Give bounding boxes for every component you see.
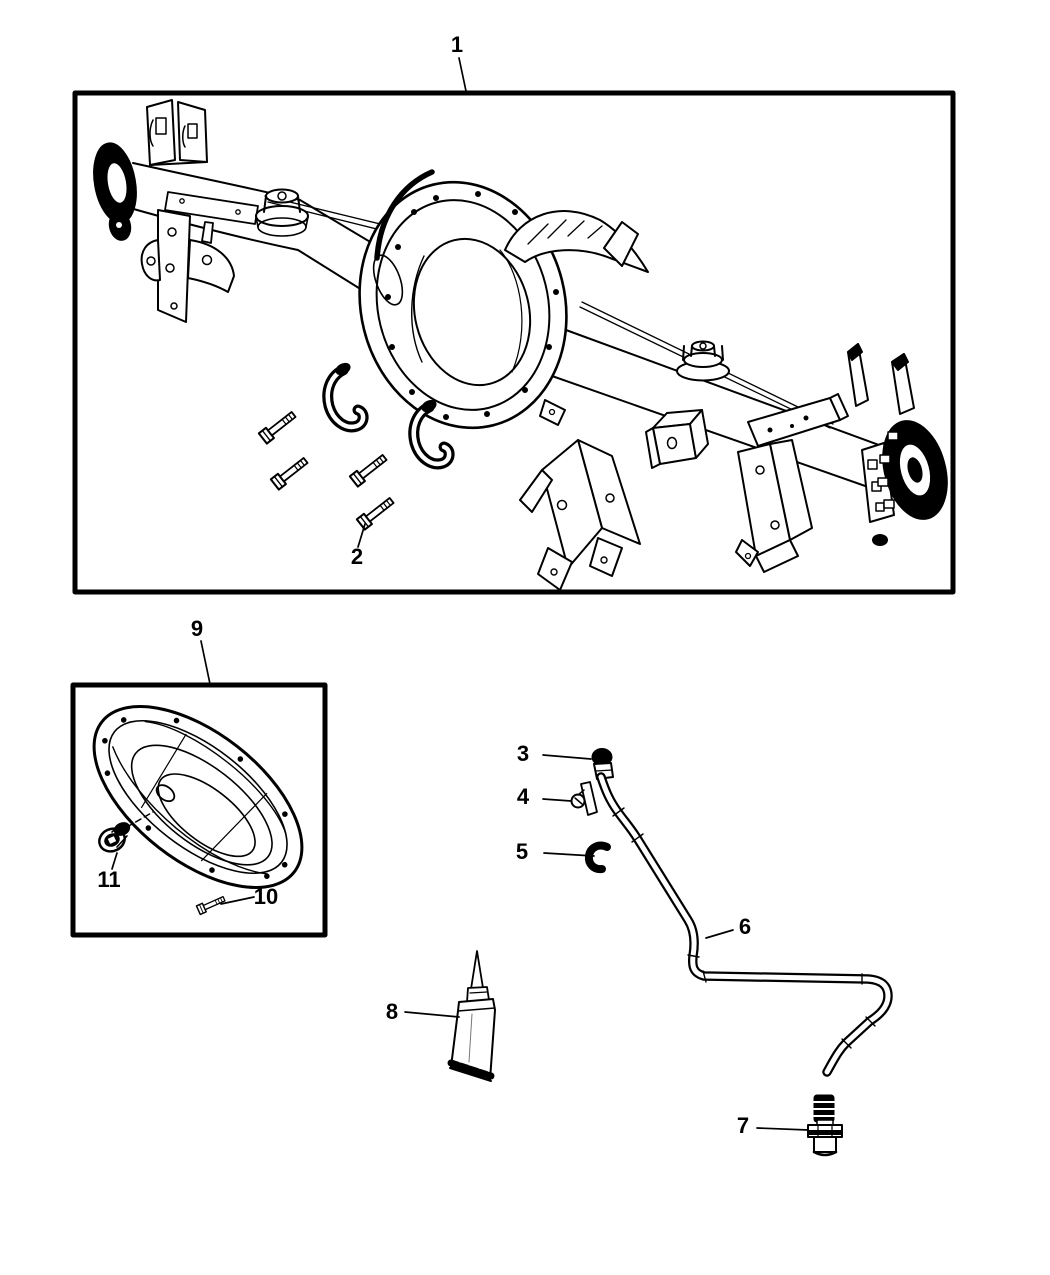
- cover-bolt-holes: [102, 717, 288, 879]
- callout-10: 10: [253, 884, 279, 909]
- callout-7: 7: [736, 1113, 750, 1138]
- rubber-plug-drawing: [98, 822, 131, 853]
- retainer-pin-drawing: [570, 781, 598, 816]
- pumpkin-bolt-holes: [385, 191, 559, 420]
- callout-4: 4: [516, 784, 530, 809]
- callout-3: 3: [516, 741, 530, 766]
- hose-clip-drawing: [584, 841, 611, 874]
- sealant-tube-drawing: [447, 950, 496, 1082]
- callout-leader-lines: [111, 57, 809, 1131]
- callout-8: 8: [385, 999, 399, 1024]
- main-view-frame: [72, 90, 956, 595]
- callout-11: 11: [97, 867, 121, 892]
- cover-view-frame: [70, 682, 328, 938]
- axle-housing-drawing: [93, 99, 948, 591]
- callout-9: 9: [190, 616, 204, 641]
- vent-fitting-drawing: [807, 1094, 843, 1157]
- callout-2: 2: [350, 544, 364, 569]
- callout-5: 5: [515, 839, 529, 864]
- hose-joint-marks: [612, 807, 876, 1049]
- vent-hose-drawing: [596, 772, 893, 1077]
- callout-6: 6: [738, 914, 752, 939]
- differential-cover-drawing: [92, 705, 304, 889]
- callout-1: 1: [450, 32, 464, 57]
